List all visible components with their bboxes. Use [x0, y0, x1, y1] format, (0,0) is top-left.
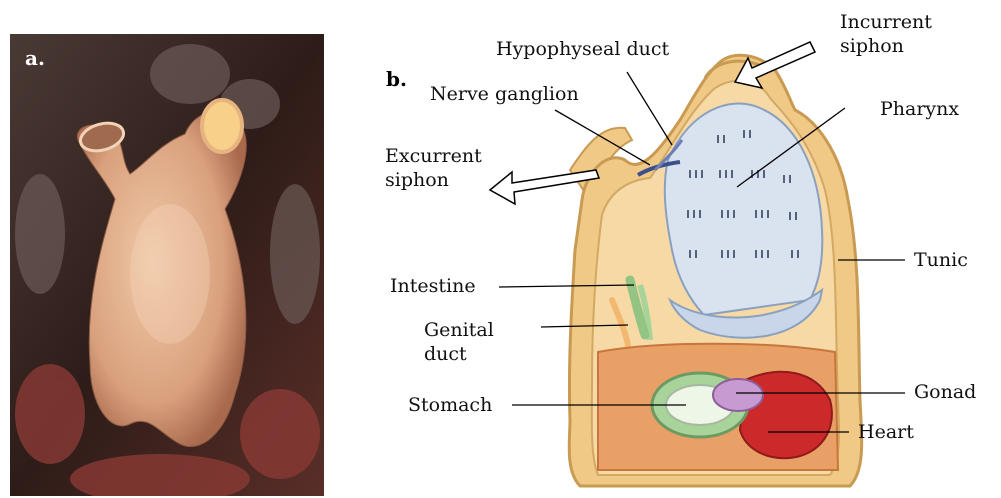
label-hypophyseal-duct: Hypophyseal duct	[496, 37, 669, 61]
label-tunic: Tunic	[914, 248, 968, 272]
label-nerve-ganglion: Nerve ganglion	[430, 82, 579, 106]
label-incurrent-siphon: Incurrent siphon	[840, 10, 960, 58]
panel-letter-b: b.	[386, 67, 407, 91]
label-excurrent-siphon: Excurrent siphon	[385, 144, 485, 192]
label-intestine: Intestine	[390, 274, 476, 298]
label-stomach: Stomach	[408, 393, 492, 417]
label-heart: Heart	[858, 420, 914, 444]
label-genital-duct: Genital duct	[424, 318, 534, 366]
label-gonad: Gonad	[914, 380, 976, 404]
label-pharynx: Pharynx	[880, 97, 959, 121]
